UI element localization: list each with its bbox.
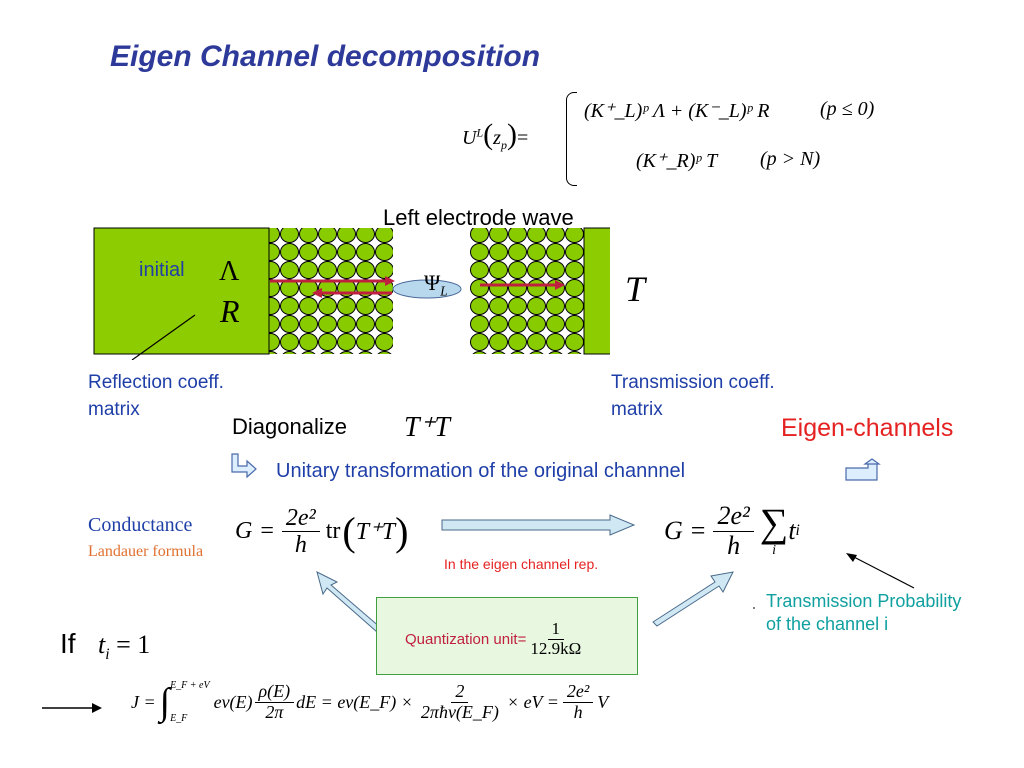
initial-label: initial bbox=[139, 259, 185, 281]
if-label: If bbox=[60, 628, 76, 659]
case1-formula: (K⁺_L)ᵖ Λ + (K⁻_L)ᵖ R bbox=[584, 100, 770, 122]
left-electrode bbox=[93, 227, 270, 355]
case2-formula: (K⁺_R)ᵖ T bbox=[636, 150, 718, 172]
if-condition: ti = 1 bbox=[98, 630, 151, 664]
case2-condition: (p > N) bbox=[760, 148, 821, 170]
eigen-channels-label: Eigen-channels bbox=[781, 414, 954, 442]
bent-arrow-icon bbox=[231, 453, 257, 479]
top-equation-lhs: UL(zp)= bbox=[462, 118, 529, 152]
left-atom-chain bbox=[268, 228, 393, 354]
reflection-pointer bbox=[131, 314, 196, 360]
unitary-transformation-text: Unitary transformation of the original c… bbox=[276, 460, 686, 482]
slide-title: Eigen Channel decomposition bbox=[110, 40, 541, 73]
case-brace bbox=[566, 92, 577, 186]
lambda-symbol: Λ bbox=[219, 256, 240, 287]
T-symbol: T bbox=[625, 269, 646, 309]
converging-arrows bbox=[316, 571, 755, 633]
right-atom-chain bbox=[470, 228, 585, 354]
diagonalize-label: Diagonalize bbox=[232, 414, 347, 439]
reflection-label: Reflection coeff. matrix bbox=[88, 372, 224, 420]
right-arrow bbox=[441, 514, 636, 536]
transmission-label: Transmission coeff. matrix bbox=[611, 372, 775, 420]
landauer-label: Landauer formula bbox=[88, 543, 204, 560]
return-arrow-icon bbox=[845, 458, 881, 481]
psi-symbol: ΨL bbox=[424, 270, 448, 299]
electrode-diagram bbox=[93, 227, 610, 360]
right-electrode bbox=[583, 227, 610, 355]
case1-condition: (p ≤ 0) bbox=[820, 98, 875, 120]
eigen-rep-note: In the eigen channel rep. bbox=[444, 556, 599, 572]
result-arrow bbox=[42, 703, 102, 713]
psi-region bbox=[392, 279, 462, 299]
conductance-label: Conductance bbox=[88, 514, 193, 536]
trans-prob-pointer bbox=[846, 553, 915, 589]
R-symbol: R bbox=[220, 293, 240, 329]
current-equation: J = ∫ E_F + eV E_F ev(E) ρ(E)2π dE = ev(… bbox=[131, 680, 609, 724]
transmission-probability-label: Transmission Probability of the channel … bbox=[766, 591, 962, 635]
diagonalize-formula: T⁺T bbox=[404, 412, 450, 443]
left-electrode-wave-label: Left electrode wave bbox=[383, 205, 574, 230]
